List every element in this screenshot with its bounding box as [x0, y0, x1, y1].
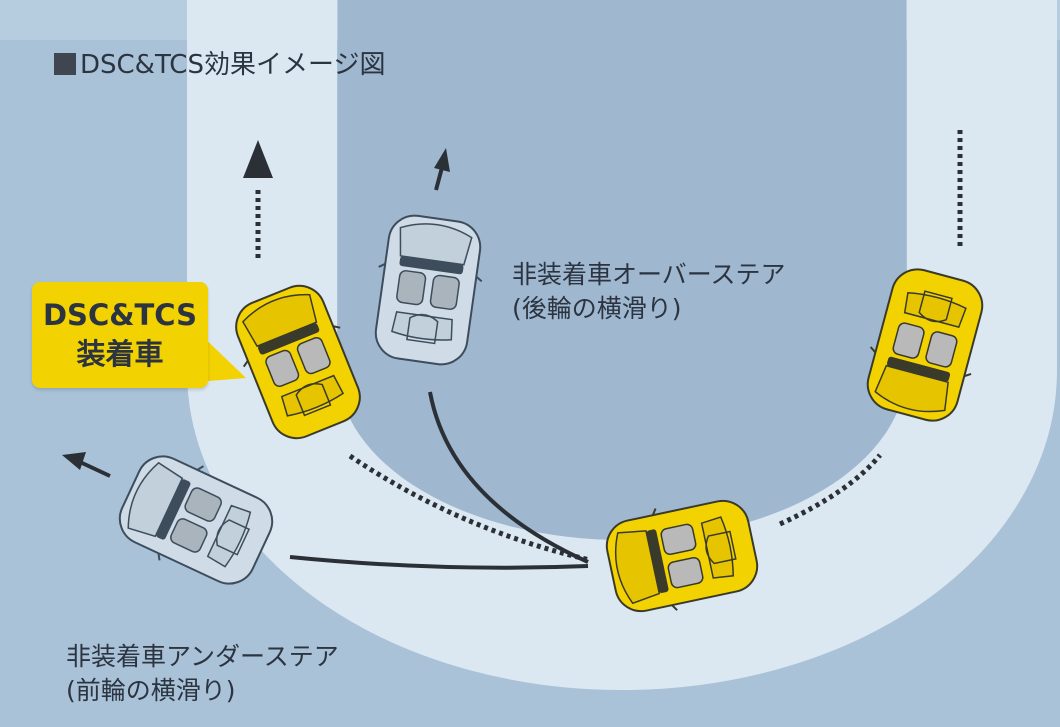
title-square-icon	[54, 53, 76, 75]
equipped-path-entry	[348, 453, 591, 563]
equipped-callout: DSC&TCS 装着車	[32, 282, 208, 388]
oversteer-path	[428, 391, 589, 564]
callout-line1: DSC&TCS	[42, 298, 198, 332]
direction-arrow-icon	[62, 452, 86, 470]
inner-field	[338, 0, 906, 540]
equipped-path-mid	[778, 453, 882, 527]
u-turn-road	[187, 0, 1057, 690]
oversteer-label-line2: (後輪の横滑り)	[512, 294, 682, 323]
understeer-path	[289, 555, 589, 570]
understeer-label-line1: 非装着車アンダーステア	[66, 642, 339, 671]
understeer-arrow-shaft	[79, 460, 111, 478]
direction-arrow-icon	[243, 140, 273, 178]
callout-line2: 装着車	[76, 337, 164, 371]
understeer-label: 非装着車アンダーステア (前輪の横滑り)	[66, 640, 339, 708]
direction-arrow-icon	[434, 148, 450, 172]
callout-text: DSC&TCS 装着車	[32, 296, 208, 374]
oversteer-label: 非装着車オーバーステア (後輪の横滑り)	[512, 258, 786, 326]
callout-pointer	[196, 330, 246, 382]
title-text: DSC&TCS効果イメージ図	[80, 50, 386, 80]
diagram-title: DSC&TCS効果イメージ図	[54, 44, 385, 81]
oversteer-label-line1: 非装着車オーバーステア	[512, 260, 786, 289]
understeer-label-line2: (前輪の横滑り)	[66, 676, 236, 705]
